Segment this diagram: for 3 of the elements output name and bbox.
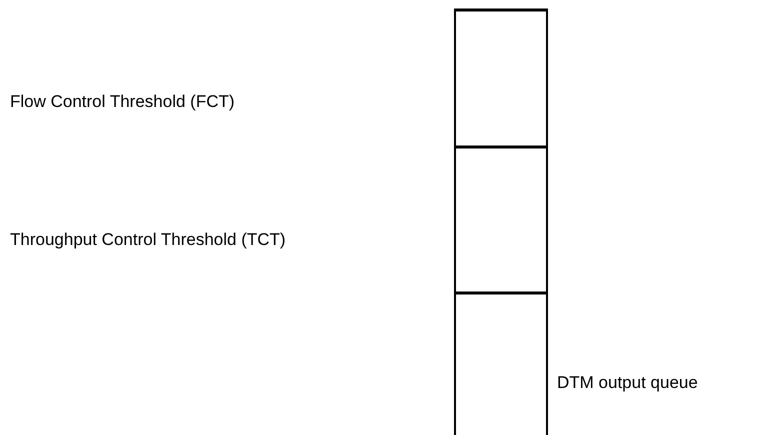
threshold-label: Throughput Control Threshold (TCT): [10, 230, 286, 250]
threshold-label: Flow Control Threshold (FCT): [10, 92, 235, 112]
queue-label: DTM output queue: [557, 373, 698, 393]
